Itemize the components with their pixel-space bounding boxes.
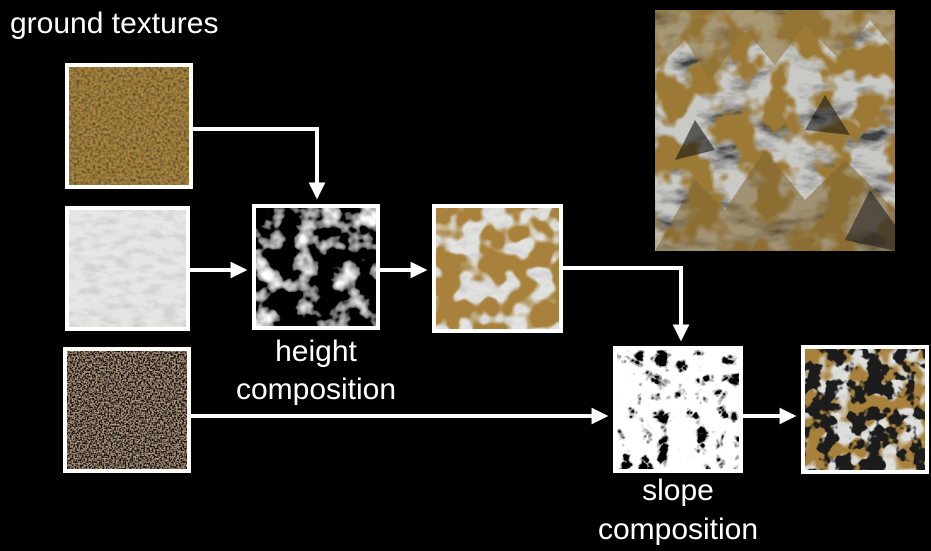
dark-soil-texture	[63, 347, 191, 473]
arrow-composite-to-slope-mask	[563, 266, 690, 342]
sand-texture	[65, 63, 193, 189]
slope-composition-label-line1: slope	[642, 474, 714, 507]
slope-mask	[613, 346, 743, 473]
diagram-title: ground textures	[10, 7, 219, 40]
arrow-sand-to-height-mask	[193, 127, 326, 200]
height-composition-label-line2: composition	[235, 373, 397, 406]
snow-texture	[65, 206, 190, 331]
terrain-preview	[655, 10, 895, 251]
height-composited-texture	[432, 204, 563, 333]
slope-composition-label-line2: composition	[597, 513, 759, 546]
height-composition-label-line1: height	[275, 335, 357, 368]
height-mask	[252, 204, 380, 330]
final-texture	[801, 345, 929, 474]
